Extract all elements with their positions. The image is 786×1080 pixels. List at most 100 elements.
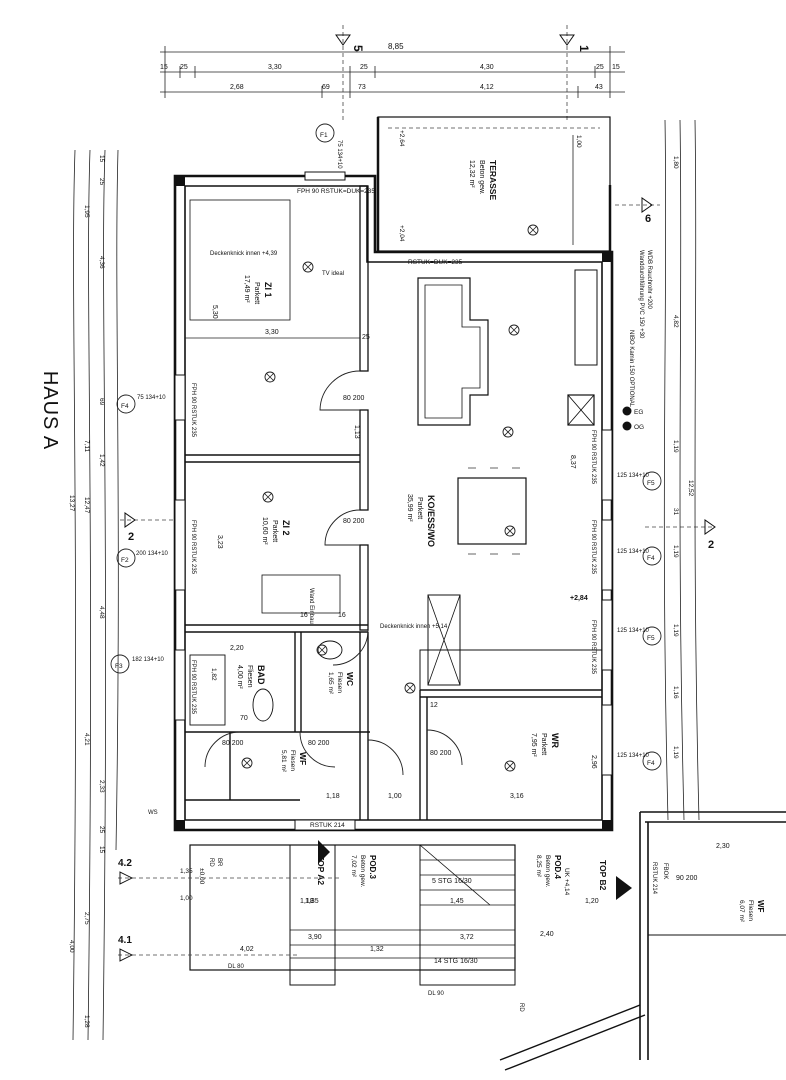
top-label: TOP A2 [316,855,326,885]
dim-top: 73 [358,84,366,91]
dim-label: 1,32 [370,946,384,953]
room-floor: Beton gew. [478,160,485,195]
room-name: TERASSE [488,160,498,200]
dim-interior: 5,30 [211,305,218,319]
window-size: 75 134+10 [137,395,166,401]
dim-overall: 8,85 [388,42,404,51]
dim-top: 43 [595,84,603,91]
section-label: 4.1 [118,935,132,946]
window-mark: F4 [647,760,655,767]
room-name: WR [550,733,560,748]
window-size: 125 134+10 [617,473,650,479]
tv-note: TV ideal [322,271,344,277]
rafter-note: DL 80 [228,964,244,970]
dim-right: 1,80 [672,156,679,169]
room-area: 8,25 m² [535,855,542,878]
windows: FPH 90 RSTUK=DUK=235 RSTUK=DUK=235 FPH 9… [174,171,657,895]
dim-interior: 2,96 [590,755,597,769]
window-size: 125 134+10 [617,549,650,555]
section-label: 6 [645,213,651,225]
dim-label: 4,02 [240,946,254,953]
section-label: 2 [128,531,134,543]
dim-left: 2,75 [83,912,90,925]
room-floor: Parkett [253,282,260,304]
left-dimension-chains: 15 25 1,95 4,36 69 7,11 13,27 1,42 12,47… [68,149,193,1041]
section-label: 1 [577,45,591,52]
room-name: WF [756,900,765,913]
section-marker-5: 5 [335,25,365,120]
dim-top: 15 [160,64,168,71]
room-name: KO/ESS/WO [426,495,436,547]
door-size: 80 200 [430,750,452,757]
window-size: 125 134+10 [617,628,650,634]
room-floor: Beton gew. [359,855,366,887]
room-floor: Fliesen [336,672,343,693]
dim-interior: 3,30 [265,329,279,336]
window-size: 200 134+10 [136,551,169,557]
dim-interior: 1,00 [388,793,402,800]
window-label: FPH 90 RSTUK 235 [590,430,596,485]
window-label: FPH 90 RSTUK 235 [590,620,596,675]
dim-left: 4,36 [98,256,105,269]
dim-interior: 1,82 [210,668,217,681]
dim-top: 25 [360,64,368,71]
room-floor: Parkett [416,497,423,519]
window-mark: F1 [320,132,328,139]
window-label: FPH 90 RSTUK 235 [190,660,196,715]
dim-right: 12,52 [687,480,694,497]
dim-left: 4,00 [68,940,75,953]
dim-label: 3,90 [308,934,322,941]
dim-top: 25 [180,64,188,71]
doors: 80 200 80 200 80 200 80 200 80 200 90 20… [204,370,698,882]
interior-walls [185,185,602,820]
dim-interior: 3,16 [510,793,524,800]
dim-interior: 70 [240,715,248,722]
dim-top: 69 [322,84,330,91]
dim-left: 12,47 [83,497,90,514]
level-mark: +2,64 [398,130,405,147]
dim-interior: 1,35 [305,898,319,905]
room-area: 17,49 m² [243,275,250,303]
window-size: 125 134+10 [617,753,650,759]
stair-label: 14 STG 16/30 [434,958,478,965]
uk-note: RD [518,1003,524,1012]
window-mark: F5 [647,480,655,487]
window-label: FPH 90 RSTUK=DUK=235 [297,188,375,195]
window-label: RSTUK=DUK=235 [408,259,463,266]
tile-note: DL 90 [428,991,444,997]
room-floor: Fliesen [289,750,296,771]
dim-top: 2,68 [230,84,244,91]
door-size: 80 200 [308,740,330,747]
room-floor: Fliesen [246,665,253,688]
room-area: 5,81 m² [280,750,287,773]
room-floor: Fliesen [747,900,754,921]
dim-left: 15 [98,155,105,163]
top-label: TOP B2 [598,860,608,891]
uk-note: RD [208,858,214,867]
dim-left: 4,48 [98,606,105,619]
wardrobe-note: Wand Einbau [308,588,314,624]
level-mark: +2,04 [398,225,405,242]
rd-note: WS [148,810,158,816]
room-floor: Parkett [271,520,278,542]
building-label: HAUS A [30,350,70,470]
dim-right: 4,82 [672,315,679,328]
room-floor: Beton gew. [544,855,551,887]
dim-interior: 16 [300,612,308,619]
room-labels: ZI 1 Parkett 17,49 m² ZI 2 Parkett 10,60… [236,275,560,773]
room-name: WC [345,672,355,686]
section-label: 5 [351,45,365,52]
door-size: 80 200 [343,518,365,525]
ceiling-note: Deckenknick innen +5,14 [380,624,448,630]
room-area: 1,65 m² [327,672,334,695]
section-marker-1: 1 [559,25,591,120]
room-name: POD.3 [368,855,377,880]
window-mark: F2 [121,557,129,564]
dim-right: 1,16 [672,686,679,699]
tile-note: BR [216,858,222,867]
plan-notes: Deckenknick innen +4,39 Deckenknick inne… [148,250,652,896]
section-label: 2 [708,539,714,551]
dim-top: 4,12 [480,84,494,91]
room-name: BAD [256,665,266,685]
room-area: 4,00 m² [236,665,243,689]
